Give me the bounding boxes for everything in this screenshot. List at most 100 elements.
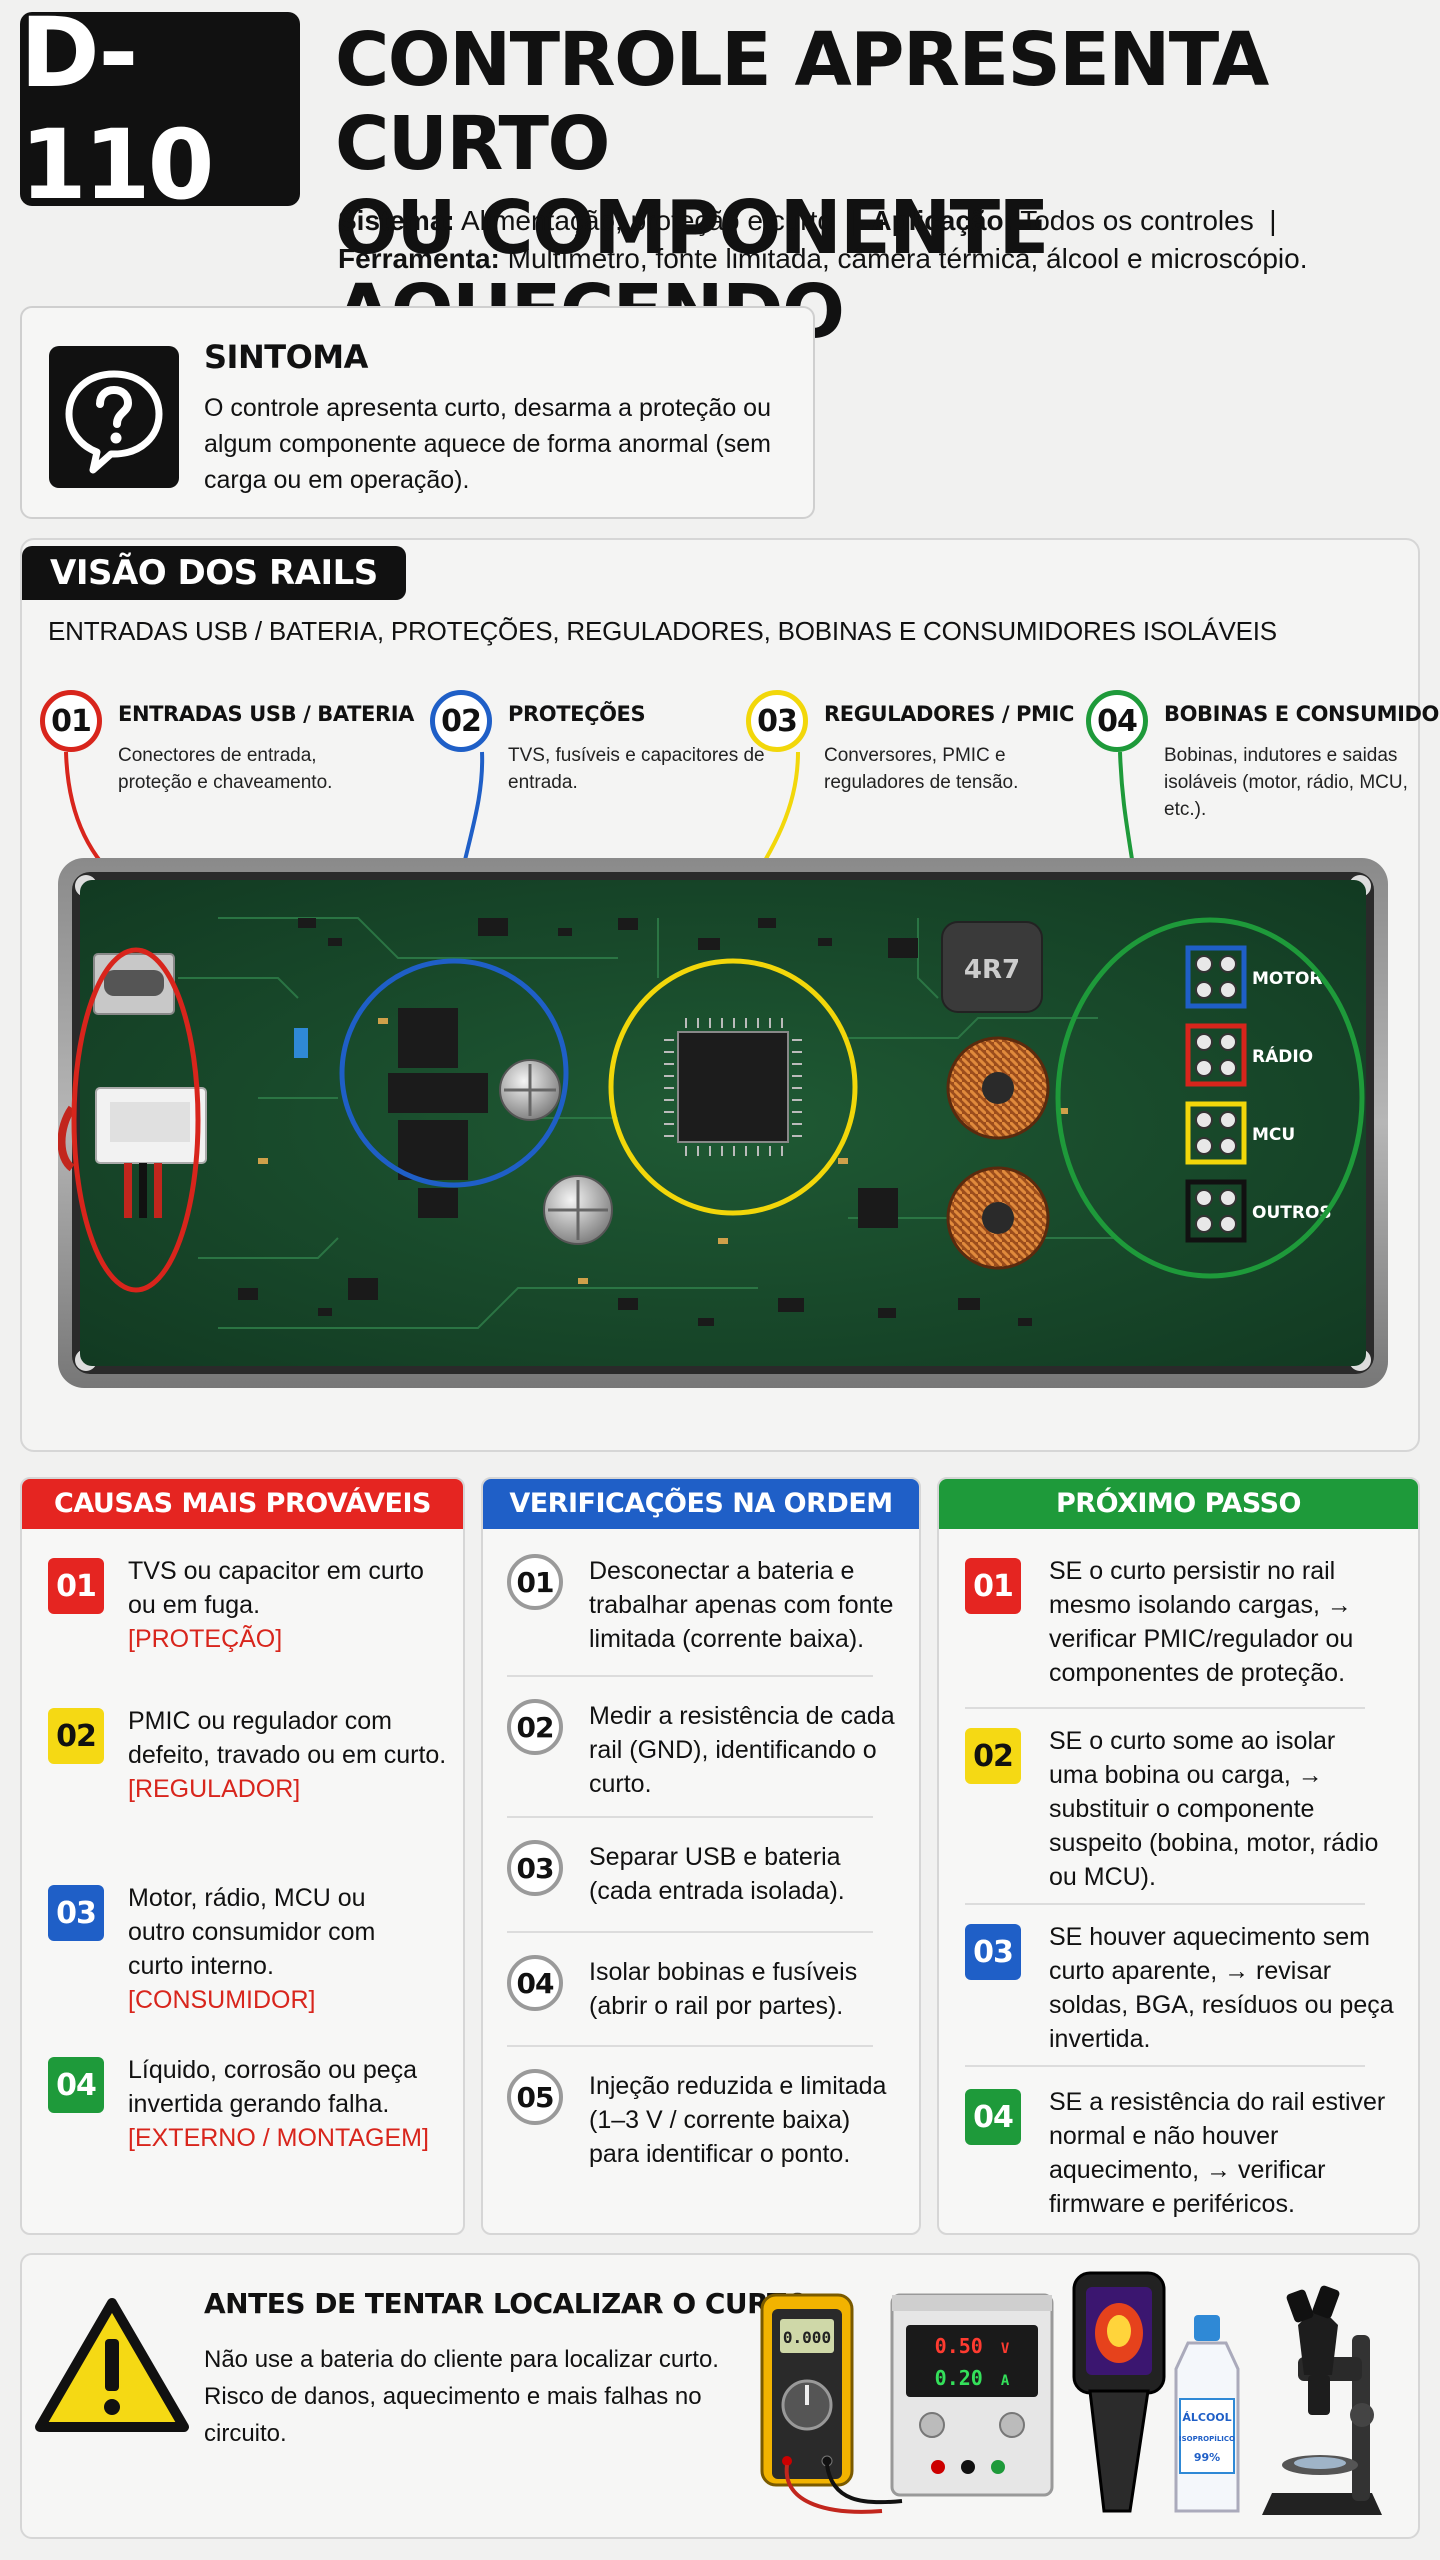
alcohol-label-1: ÁLCOOL: [1182, 2411, 1231, 2424]
checks-column: VERIFICAÇÕES NA ORDEM 01 Desconectar a b…: [481, 1477, 921, 2235]
symptom-text: O controle apresenta curto, desarma a pr…: [204, 394, 771, 494]
output-terminals: [1185, 945, 1247, 1243]
question-bubble-icon: [49, 346, 179, 488]
sistema-label: Sistema:: [338, 205, 455, 236]
next-step-header: PRÓXIMO PASSO: [939, 1479, 1418, 1529]
next-number: 02: [965, 1728, 1021, 1784]
svg-text:0.50 V: 0.50 V: [935, 2334, 1010, 2358]
check-number: 01: [507, 1554, 563, 1610]
thermal-camera-icon: [1072, 2271, 1166, 2513]
cause-number: 02: [48, 1708, 104, 1764]
power-supply-icon: 0.50 V 0.20 A: [890, 2293, 1054, 2497]
check-text: Separar USB e bateria (cada entrada isol…: [589, 1843, 845, 1905]
highlight-regulators: [608, 958, 858, 1216]
divider: [507, 1931, 873, 1933]
multimeter-icon: 0.000: [760, 2293, 903, 2514]
rail-desc: Conectores de entrada, proteção e chavea…: [118, 745, 333, 793]
title-line-1: CONTROLE APRESENTA CURTO: [335, 17, 1269, 187]
divider: [507, 1816, 873, 1818]
ferramenta-label: Ferramenta:: [338, 243, 500, 274]
next-number: 01: [965, 1558, 1021, 1614]
highlight-consumers: [1055, 917, 1365, 1279]
sistema-value: Alimentação, proteção e curto: [460, 205, 833, 236]
divider: [507, 1675, 873, 1677]
check-number: 03: [507, 1840, 563, 1896]
code-text: D-110: [20, 0, 214, 221]
rail-number: 02: [430, 690, 492, 752]
rail-title: BOBINAS E CONSUMIDORES: [1164, 702, 1440, 726]
rails-subtitle: ENTRADAS USB / BATERIA, PROTEÇÕES, REGUL…: [48, 616, 1277, 646]
warning-section: ANTES DE TENTAR LOCALIZAR O CURTO: Não u…: [20, 2253, 1420, 2539]
code-badge: D-110: [20, 0, 300, 221]
check-text: Injeção reduzida e limitada (1–3 V / cor…: [589, 2072, 887, 2168]
cause-tag: [REGULADOR]: [128, 1775, 301, 1803]
pmic-chip: [677, 1031, 789, 1143]
checks-header: VERIFICAÇÕES NA ORDEM: [483, 1479, 919, 1529]
cause-number: 03: [48, 1885, 104, 1941]
rail-number: 04: [1086, 690, 1148, 752]
psu-current-unit: A: [1001, 2373, 1010, 2389]
cause-text: PMIC ou regulador com defeito, travado o…: [128, 1707, 447, 1769]
divider: [965, 1707, 1365, 1709]
output-label-mcu: MCU: [1252, 1125, 1295, 1145]
next-number: 04: [965, 2089, 1021, 2145]
rail-title: PROTEÇÕES: [508, 702, 646, 726]
causes-column: CAUSAS MAIS PROVÁVEIS 01 TVS ou capacito…: [20, 1477, 465, 2235]
inductor: [941, 921, 1043, 1013]
pcb-board: 4R7 MOTOR RÁDIO MCU OUTROS: [58, 858, 1388, 1388]
cause-item: Motor, rádio, MCU ou outro consumidor co…: [128, 1881, 428, 2017]
symptom-title: SINTOMA: [204, 338, 368, 376]
highlight-usb-battery: [71, 947, 201, 1293]
cause-text: Líquido, corrosão ou peça invertida gera…: [128, 2056, 418, 2118]
output-label-motor: MOTOR: [1252, 969, 1323, 989]
check-text: Isolar bobinas e fusíveis (abrir o rail …: [589, 1958, 858, 2020]
ferramenta-value: Multímetro, fonte limitada, câmera térmi…: [507, 243, 1308, 274]
fuse: [294, 1028, 308, 1058]
output-label-outros: OUTROS: [1252, 1203, 1332, 1223]
symptom-card: SINTOMA O controle apresenta curto, desa…: [20, 306, 815, 519]
meta-separator: |: [1269, 205, 1277, 236]
microscope-icon: [1262, 2285, 1382, 2515]
meta-info: Sistema: Alimentação, proteção e curto |…: [338, 202, 1428, 278]
tvs-diode: [398, 1008, 458, 1068]
psu-current: 0.20: [935, 2366, 983, 2390]
next-text: SE a resistência do rail estiver normal …: [1049, 2088, 1386, 2218]
aplicacao-label: Aplicação:: [871, 205, 1013, 236]
rail-desc: Bobinas, indutores e saidas isoláveis (m…: [1164, 745, 1408, 820]
next-text: SE houver aquecimento sem curto aparente…: [1049, 1923, 1394, 2053]
check-text: Medir a resistência de cada rail (GND), …: [589, 1702, 895, 1798]
cause-item: PMIC ou regulador com defeito, travado o…: [128, 1704, 458, 1806]
cause-item: TVS ou capacitor em curto ou em fuga. [P…: [128, 1554, 448, 1656]
rail-title: ENTRADAS USB / BATERIA: [118, 702, 414, 726]
cause-tag: [PROTEÇÃO]: [128, 1625, 283, 1653]
multimeter-display: 0.000: [783, 2328, 831, 2347]
alcohol-label-2: ISOPROPÍLICO: [1179, 2434, 1235, 2443]
cause-number: 01: [48, 1558, 104, 1614]
cause-text: TVS ou capacitor em curto ou em fuga.: [128, 1557, 424, 1619]
next-number: 03: [965, 1924, 1021, 1980]
check-number: 05: [507, 2069, 563, 2125]
svg-text:0.20 A: 0.20 A: [935, 2366, 1010, 2390]
divider: [965, 2065, 1365, 2067]
check-number: 02: [507, 1699, 563, 1755]
psu-voltage: 0.50: [935, 2334, 983, 2358]
rails-section: VISÃO DOS RAILS ENTRADAS USB / BATERIA, …: [20, 538, 1440, 1452]
cause-text: Motor, rádio, MCU ou outro consumidor co…: [128, 1884, 376, 1980]
psu-voltage-unit: V: [1001, 2341, 1010, 2357]
warning-title: ANTES DE TENTAR LOCALIZAR O CURTO:: [204, 2287, 820, 2320]
tools-illustration: 0.000 0.50 V 0.20 A: [760, 2271, 1382, 2515]
rail-desc: TVS, fusíveis e capacitores de entrada.: [508, 745, 765, 793]
rails-tag: VISÃO DOS RAILS: [22, 546, 406, 600]
check-text: Desconectar a bateria e trabalhar apenas…: [589, 1557, 894, 1653]
rail-number: 03: [746, 690, 808, 752]
rail-desc: Conversores, PMIC e reguladores de tensã…: [824, 745, 1019, 793]
cause-tag: [EXTERNO / MONTAGEM]: [128, 2124, 429, 2152]
check-number: 04: [507, 1955, 563, 2011]
alcohol-bottle-icon: ÁLCOOL ISOPROPÍLICO 99%: [1174, 2315, 1240, 2513]
next-step-column: PRÓXIMO PASSO 01 SE o curto persistir no…: [937, 1477, 1420, 2235]
cause-tag: [CONSUMIDOR]: [128, 1986, 316, 2014]
rail-title: REGULADORES / PMIC: [824, 702, 1074, 726]
output-label-radio: RÁDIO: [1252, 1045, 1313, 1067]
divider: [507, 2045, 873, 2047]
inductor-label: 4R7: [964, 955, 1020, 985]
